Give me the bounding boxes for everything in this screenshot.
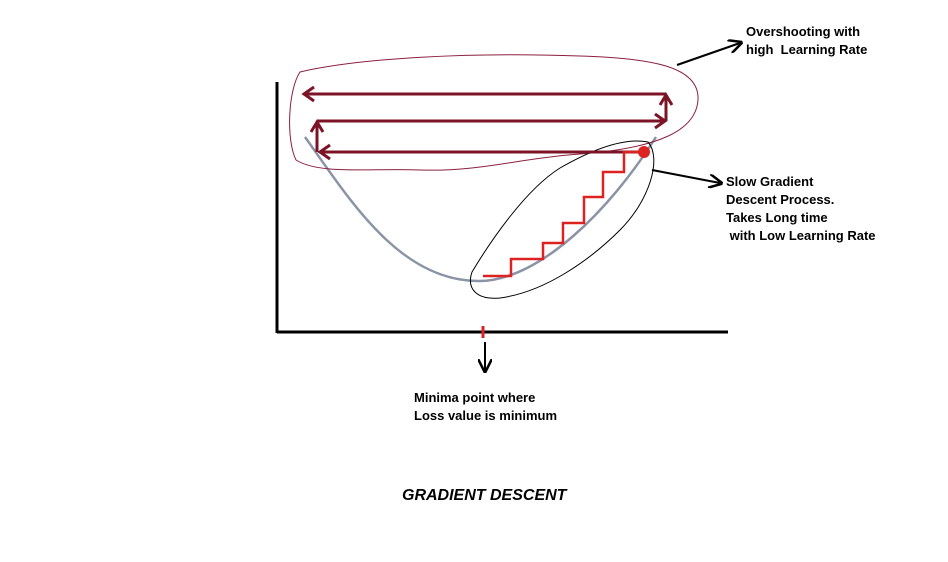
slow-label-line4: with Low Learning Rate bbox=[726, 228, 876, 243]
slow-label-line3: Takes Long time bbox=[726, 210, 828, 225]
slow-descent-outline bbox=[470, 140, 655, 299]
minima-label-line1: Minima point where bbox=[414, 390, 536, 405]
minima-label-line2: Loss value is minimum bbox=[414, 408, 558, 423]
slow-annotation-arrow bbox=[651, 169, 720, 183]
slow-descent-label: Slow Gradient Descent Process. Takes Lon… bbox=[726, 173, 876, 245]
slow-label-line2: Descent Process. bbox=[726, 192, 835, 207]
diagram-title: GRADIENT DESCENT bbox=[402, 487, 567, 504]
overshoot-annotation-arrow bbox=[676, 43, 740, 66]
overshoot-label: Overshooting with high Learning Rate bbox=[746, 23, 867, 59]
overshoot-arrows bbox=[301, 85, 674, 161]
overshoot-outline bbox=[289, 54, 699, 171]
loss-curve bbox=[303, 136, 658, 283]
overshoot-label-line1: Overshooting with bbox=[746, 24, 861, 39]
minima-label: Minima point where Loss value is minimum bbox=[414, 389, 557, 425]
overshoot-label-line2: high Learning Rate bbox=[746, 42, 868, 57]
slow-label-line1: Slow Gradient bbox=[726, 174, 814, 189]
slow-descent-steps bbox=[483, 150, 644, 278]
start-point bbox=[638, 146, 650, 158]
